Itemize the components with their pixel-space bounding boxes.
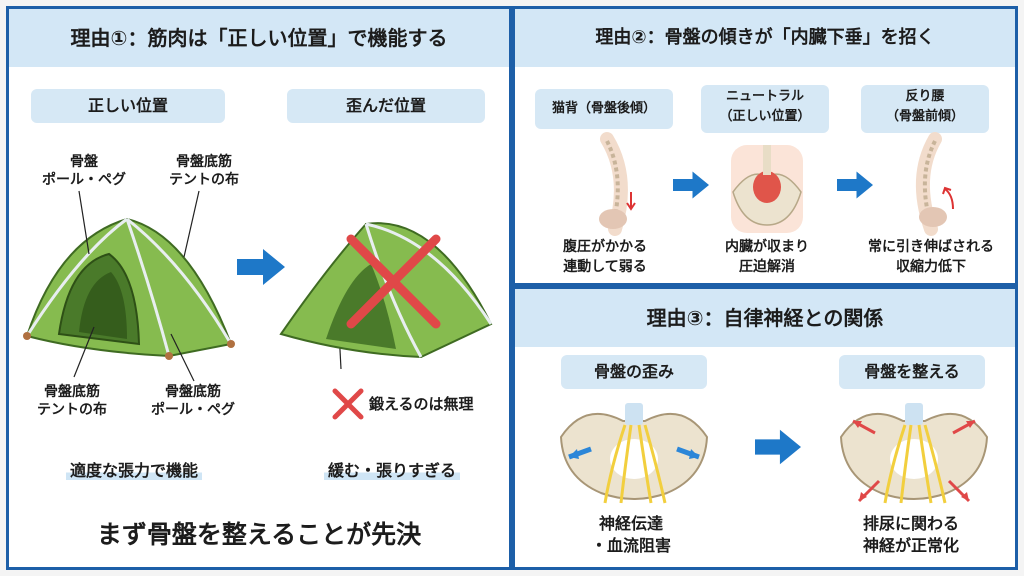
neutral-pill: ニュートラル （正しい位置） [701,85,829,133]
swayback-caption: 常に引き伸ばされる 収縮力低下 [868,239,994,275]
correct-position-pill: 正しい位置 [31,89,225,123]
right-arrow-icon-2a [673,171,709,199]
nerve-normal-caption: 排尿に関わる 神経が正常化 [862,514,959,555]
reason1-title: 理由①：筋肉は「正しい位置」で機能する [9,9,509,67]
correct-tent-illustration [23,217,235,360]
reason3-title: 理由③：自律神経との関係 [515,289,1015,347]
loose-tight-text: 緩む・張りすぎる [323,461,460,480]
label-pelvis-peg: 骨盤 ポール・ペグ [42,154,126,188]
swayback-spine-illustration [916,132,954,236]
reason1-panel: 理由①：筋肉は「正しい位置」で機能する 正しい位置 歪んだ位置 骨盤 ポール・ペ… [6,6,512,570]
slouch-spine-illustration [599,132,636,236]
label-floor-fabric-top: 骨盤底筋 テントの布 [169,154,239,188]
proper-tension-caption: 適度な張力で機能 [19,457,249,481]
align-pelvis-pill: 骨盤を整える [839,355,985,389]
right-arrow-icon [237,249,285,285]
label-floor-fabric-bottom: 骨盤底筋 テントの布 [37,384,107,418]
swayback-pill: 反り腰 （骨盤前傾） [861,85,989,133]
reason2-title: 理由②：骨盤の傾きが「内臓下垂」を招く [515,9,1015,67]
reason3-panel: 理由③：自律神経との関係 骨盤の歪み 骨盤を整える 神経伝達 ・血流阻害 排尿に… [512,286,1018,570]
distorted-position-pill: 歪んだ位置 [287,89,485,123]
distorted-tent-illustration [279,222,493,359]
cross-icon [332,388,364,420]
cannot-train-note: 鍛えるのは無理 [369,395,474,413]
slouch-pill: 猫背（骨盤後傾） [535,89,673,129]
conclusion-footer: まず骨盤を整えることが先決 [96,520,422,549]
aligned-pelvis-nerve-illustration [839,403,989,504]
distorted-pelvis-nerve-illustration [559,403,709,504]
nerve-block-caption: 神経伝達 ・血流阻害 [590,514,671,555]
loose-tight-caption: 緩む・張りすぎる [277,457,507,481]
right-arrow-icon-2b [837,171,873,199]
proper-tension-text: 適度な張力で機能 [65,461,202,480]
reason2-panel: 理由②：骨盤の傾きが「内臓下垂」を招く 猫背（骨盤後傾） ニュートラル （正しい… [512,6,1018,286]
neutral-caption: 内臓が収まり 圧迫解消 [725,239,809,275]
right-arrow-icon-3 [755,429,801,465]
neutral-pelvis-illustration [731,145,803,233]
slouch-caption: 腹圧がかかる 連動して弱る [563,239,647,275]
label-pole-peg-bottom: 骨盤底筋 ポール・ペグ [151,384,235,418]
pelvis-distortion-pill: 骨盤の歪み [561,355,707,389]
